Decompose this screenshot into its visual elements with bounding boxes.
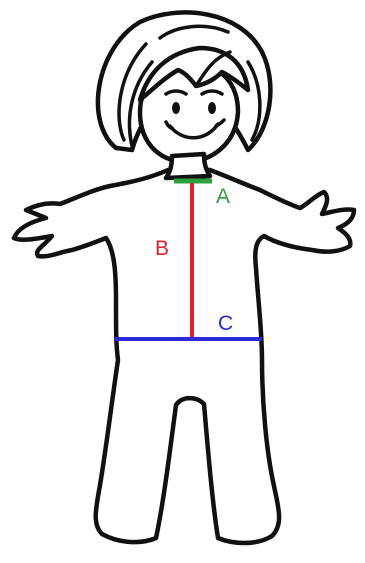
right-cheek (214, 118, 226, 128)
face-features (164, 89, 226, 140)
left-cheek (164, 120, 174, 130)
right-eye (208, 102, 216, 114)
left-eye (172, 102, 180, 114)
mouth (168, 122, 220, 140)
measure-label-c: C (218, 312, 233, 335)
right-eyebrow (200, 89, 224, 96)
left-eyebrow (164, 89, 188, 96)
body-outline (11, 167, 357, 546)
hair-strands (117, 24, 262, 148)
neck (163, 151, 213, 181)
hair-bangs (137, 45, 251, 103)
measure-label-a: A (216, 185, 230, 208)
measure-label-b: B (155, 237, 169, 260)
